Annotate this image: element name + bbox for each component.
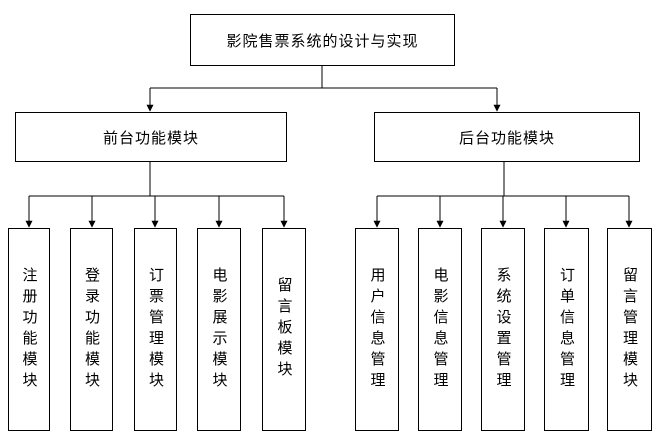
back-child-label: 电影信息管理 [431,266,450,393]
back-module-node: 后台功能模块 [374,112,640,162]
front-child-node-ticketing: 订票管理模块 [134,228,177,431]
front-child-label: 电影展示模块 [210,266,229,393]
back-child-node-movie-info: 电影信息管理 [418,228,462,431]
front-child-label: 订票管理模块 [147,266,165,393]
front-child-node-login: 登录功能模块 [70,228,113,431]
front-module-label: 前台功能模块 [102,128,199,147]
back-child-node-order-info: 订单信息管理 [544,228,589,431]
back-child-label: 系统设置管理 [494,266,513,393]
front-child-node-register: 注册功能模块 [8,228,50,431]
front-module-node: 前台功能模块 [15,112,287,162]
back-child-node-system-settings: 系统设置管理 [481,228,525,431]
back-child-node-message-manage: 留言管理模块 [607,228,652,431]
back-child-node-user-info: 用户信息管理 [355,228,399,431]
front-child-label: 注册功能模块 [20,266,39,393]
back-child-label: 订单信息管理 [558,266,576,393]
root-node-label: 影院售票系统的设计与实现 [226,31,419,50]
front-child-node-movie-display: 电影展示模块 [197,228,241,431]
back-module-label: 后台功能模块 [458,128,555,147]
back-child-label: 留言管理模块 [621,266,639,393]
front-child-node-message-board: 留言板模块 [262,228,306,431]
front-child-label: 留言板模块 [275,277,294,382]
back-child-label: 用户信息管理 [368,266,387,393]
front-child-label: 登录功能模块 [83,266,101,393]
root-node: 影院售票系统的设计与实现 [190,14,455,66]
